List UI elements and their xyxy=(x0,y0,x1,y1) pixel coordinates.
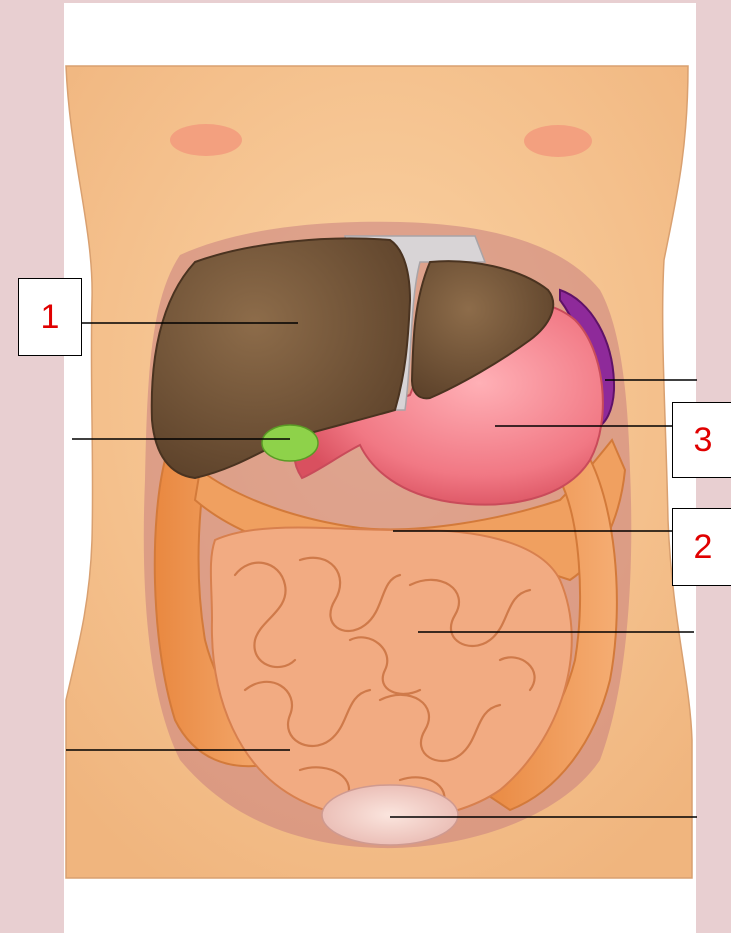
right-nipple xyxy=(524,125,592,157)
gallbladder-icon xyxy=(262,425,318,461)
label-box-1: 1 xyxy=(18,278,82,356)
label-number-2: 2 xyxy=(694,530,713,564)
bladder-icon xyxy=(322,785,458,845)
label-box-2: 2 xyxy=(672,508,731,586)
label-box-3: 3 xyxy=(672,402,731,478)
label-number-3: 3 xyxy=(694,423,713,457)
label-number-1: 1 xyxy=(41,300,60,334)
left-nipple xyxy=(170,124,242,156)
